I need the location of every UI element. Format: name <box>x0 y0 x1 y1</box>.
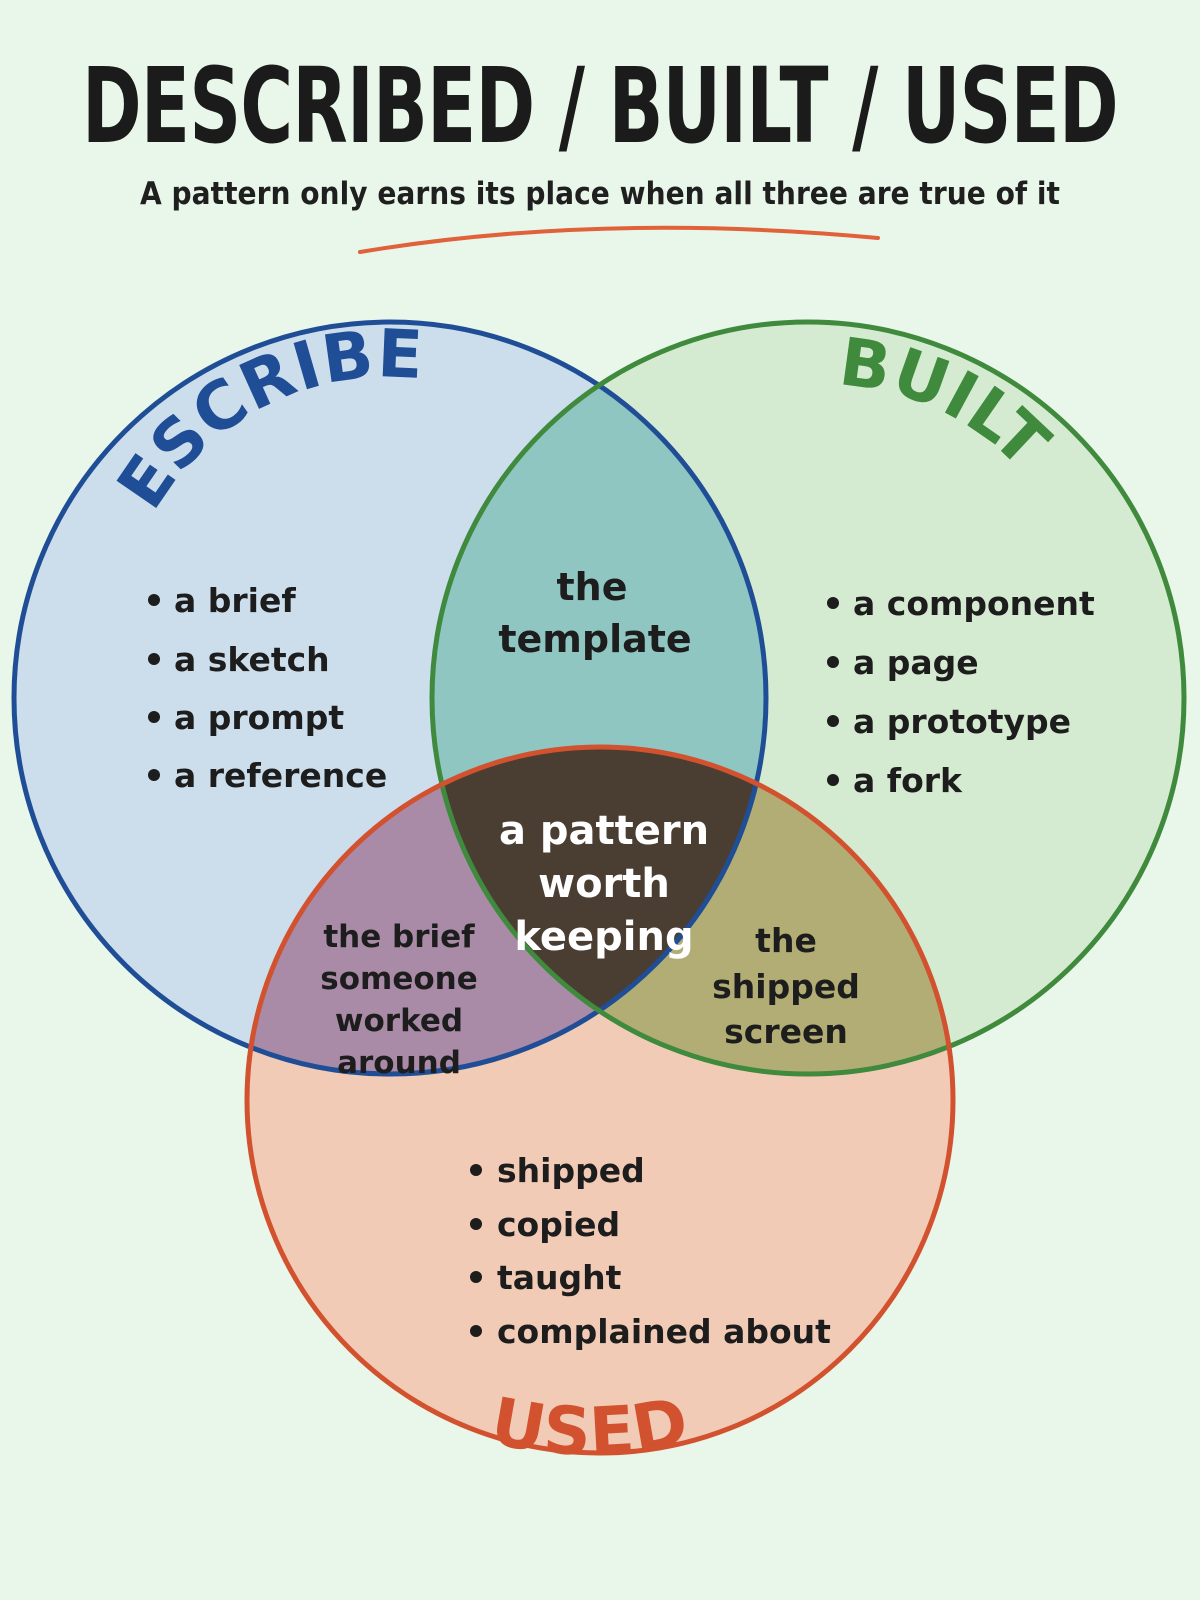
described-used-overlap <box>247 747 766 1074</box>
bullet-dot-icon <box>827 597 839 609</box>
page-title: DESCRIBED / BUILT / USED <box>82 45 1118 167</box>
bullet-dot-icon <box>470 1218 482 1230</box>
bullet-dot-icon <box>148 653 160 665</box>
list-item: taught <box>497 1258 622 1297</box>
overlap-line: shipped <box>712 967 860 1006</box>
used-items-list: shipped copied taught complained about <box>470 1151 831 1351</box>
list-item: a brief <box>174 581 296 620</box>
center-line: worth <box>538 861 670 907</box>
overlap-line: template <box>498 617 691 661</box>
list-item: a prompt <box>174 698 344 737</box>
bullet-dot-icon <box>827 656 839 668</box>
overlap-line: the <box>755 921 817 960</box>
bullet-dot-icon <box>827 715 839 727</box>
described-used-text: the brief someone worked around <box>320 919 477 1081</box>
center-text: a pattern worth keeping <box>499 808 709 960</box>
described-circle-outline <box>11 319 769 1077</box>
list-item: shipped <box>497 1151 645 1190</box>
list-item: a reference <box>174 756 387 795</box>
bullet-dot-icon <box>148 594 160 606</box>
page-subtitle: A pattern only earns its place when all … <box>140 176 1060 212</box>
overlap-line: worked <box>335 1003 463 1039</box>
list-item: a fork <box>853 761 963 800</box>
center-line: a pattern <box>499 808 709 854</box>
bullet-dot-icon <box>470 1325 482 1337</box>
subtitle-underline <box>358 225 880 254</box>
built-circle-outline <box>429 319 1187 1077</box>
list-item: a page <box>853 643 979 682</box>
bullet-dot-icon <box>148 711 160 723</box>
list-item: a component <box>853 584 1095 623</box>
used-circle-outline <box>244 744 956 1456</box>
built-used-text: the shipped screen <box>712 921 860 1051</box>
overlap-line: around <box>337 1045 461 1081</box>
overlap-line: someone <box>320 961 477 997</box>
described-built-text: the template <box>498 565 691 661</box>
built-items-list: a component a page a prototype a fork <box>827 584 1095 800</box>
list-item: copied <box>497 1205 620 1244</box>
list-item: a prototype <box>853 702 1071 741</box>
overlap-line: the brief <box>323 919 475 955</box>
bullet-dot-icon <box>148 769 160 781</box>
overlap-line: the <box>557 565 628 609</box>
bullet-dot-icon <box>470 1271 482 1283</box>
overlap-line: screen <box>724 1012 848 1051</box>
center-line: keeping <box>514 914 693 960</box>
bullet-dot-icon <box>827 774 839 786</box>
described-items-list: a brief a sketch a prompt a reference <box>148 581 387 795</box>
list-item: a sketch <box>174 640 330 679</box>
bullet-dot-icon <box>470 1164 482 1176</box>
built-used-overlap <box>432 747 953 1074</box>
used-label: USED <box>485 1383 694 1471</box>
list-item: complained about <box>497 1312 831 1351</box>
